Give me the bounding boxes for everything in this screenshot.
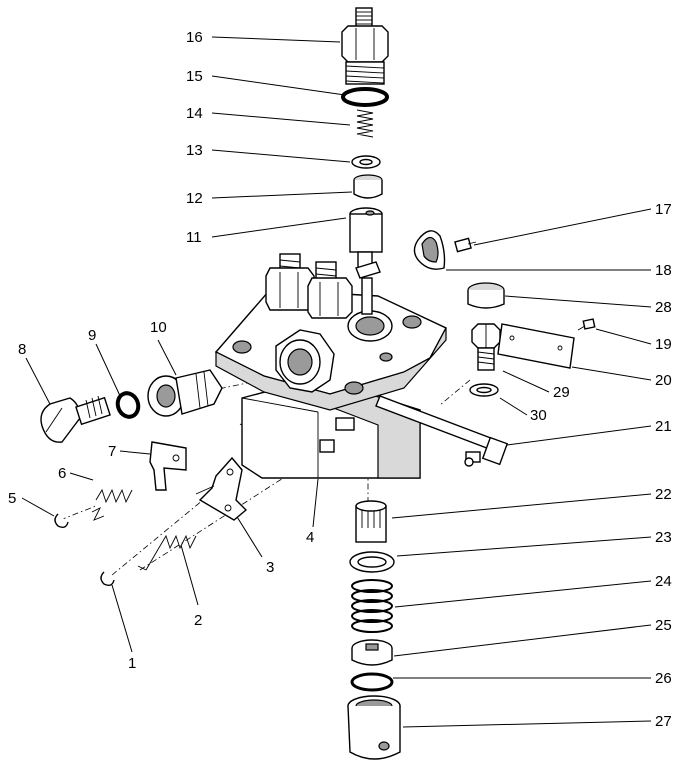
callout-9: 9 [88, 327, 96, 344]
callout-10: 10 [150, 319, 167, 336]
delivery-valve-stack [341, 7, 389, 315]
callout-18: 18 [655, 262, 672, 279]
callout-17: 17 [655, 201, 672, 218]
callout-30: 30 [530, 407, 547, 424]
callout-27: 27 [655, 713, 672, 730]
callout-13: 13 [186, 142, 203, 159]
callout-20: 20 [655, 372, 672, 389]
callout-1: 1 [128, 655, 136, 672]
callout-4: 4 [306, 529, 314, 546]
callout-22: 22 [655, 486, 672, 503]
banjo-fitting-parts [40, 369, 223, 443]
callout-12: 12 [186, 190, 203, 207]
callout-11: 11 [186, 229, 202, 246]
callout-5: 5 [8, 490, 16, 507]
callout-24: 24 [655, 573, 672, 590]
leader-lines [21, 36, 652, 728]
right-side-parts [467, 282, 596, 397]
callout-29: 29 [553, 384, 570, 401]
callout-28: 28 [655, 299, 672, 316]
callout-6: 6 [58, 465, 66, 482]
callout-15: 15 [186, 68, 203, 85]
callout-14: 14 [186, 105, 203, 122]
pump-body [214, 253, 447, 479]
control-sleeve-stack [347, 500, 401, 760]
callout-8: 8 [18, 341, 26, 358]
callout-26: 26 [655, 670, 672, 687]
callout-16: 16 [186, 29, 203, 46]
callout-21: 21 [655, 418, 672, 435]
callout-19: 19 [655, 336, 672, 353]
callout-3: 3 [266, 559, 274, 576]
bracket-and-screw [413, 230, 477, 270]
callout-labels: 16 15 14 13 12 11 17 18 28 19 20 29 30 2… [8, 29, 672, 730]
governor-linkage-parts [54, 441, 248, 587]
control-rod [375, 395, 509, 467]
callout-2: 2 [194, 612, 202, 629]
callout-23: 23 [655, 529, 672, 546]
callout-7: 7 [108, 443, 116, 460]
callout-25: 25 [655, 617, 672, 634]
